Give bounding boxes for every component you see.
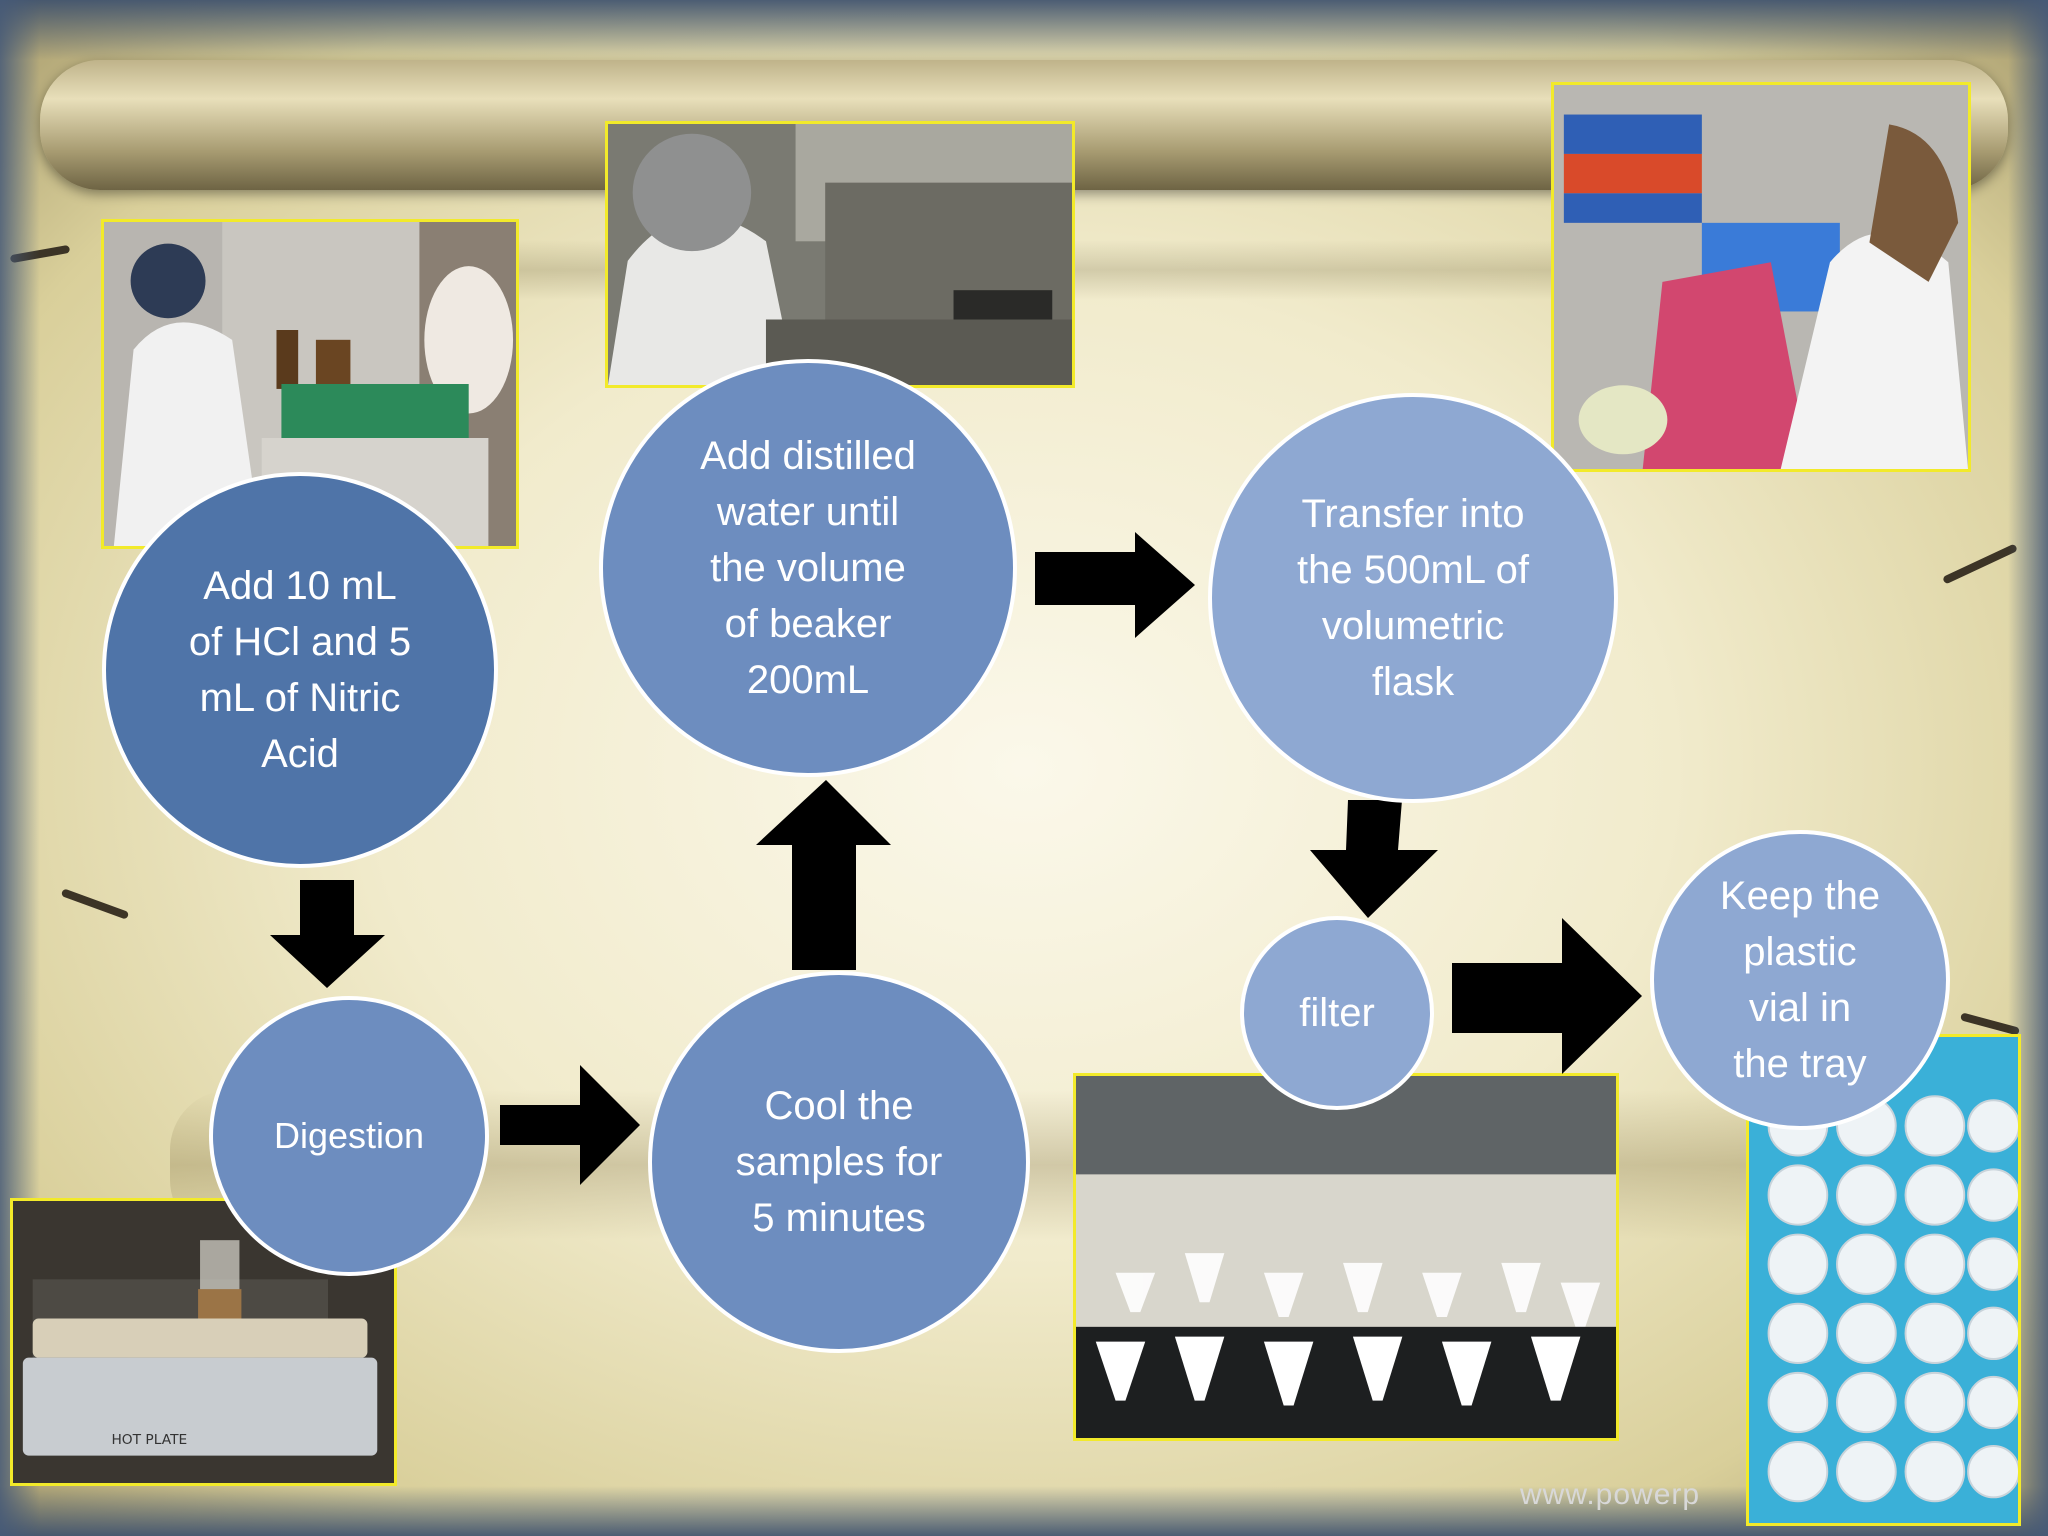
- step-add-acid: Add 10 mL of HCl and 5 mL of Nitric Acid: [102, 472, 498, 868]
- step-add-acid-label: Add 10 mL of HCl and 5 mL of Nitric Acid: [188, 564, 412, 776]
- step-keep: Keep the plastic vial in the tray: [1650, 830, 1950, 1130]
- step-filter: filter: [1240, 916, 1434, 1110]
- step-transfer: Transfer into the 500mL of volumetric fl…: [1208, 393, 1618, 803]
- step-digestion: Digestion: [209, 996, 489, 1276]
- photo-adding-water: [605, 121, 1075, 388]
- step-filter-label: filter: [1299, 991, 1375, 1035]
- step-cool: Cool the samples for 5 minutes: [648, 971, 1030, 1353]
- arrow-up-to-add-water: [756, 780, 891, 970]
- step-transfer-label: Transfer into the 500mL of volumetric fl…: [1296, 492, 1529, 704]
- step-add-water-label: Add distilled water until the volume of …: [700, 434, 916, 702]
- photo-volumetric-flask: [1551, 82, 1971, 472]
- arrow-right-to-cool: [500, 1065, 640, 1185]
- step-digestion-label: Digestion: [273, 1115, 425, 1156]
- hot-plate-label: HOT PLATE: [111, 1432, 187, 1448]
- step-add-water: Add distilled water until the volume of …: [599, 359, 1017, 777]
- watermark-text: www.powerp: [1520, 1478, 1701, 1511]
- step-keep-label: Keep the plastic vial in the tray: [1719, 874, 1881, 1086]
- arrow-down-to-digestion: [270, 880, 385, 988]
- photo-filtering: [1073, 1073, 1619, 1441]
- arrow-right-to-transfer: [1035, 532, 1195, 638]
- step-cool-label: Cool the samples for 5 minutes: [735, 1084, 943, 1240]
- photo-vials-tray: [1746, 1034, 2021, 1526]
- arrow-down-to-filter: [1310, 800, 1438, 918]
- arrow-right-to-keep: [1452, 918, 1642, 1074]
